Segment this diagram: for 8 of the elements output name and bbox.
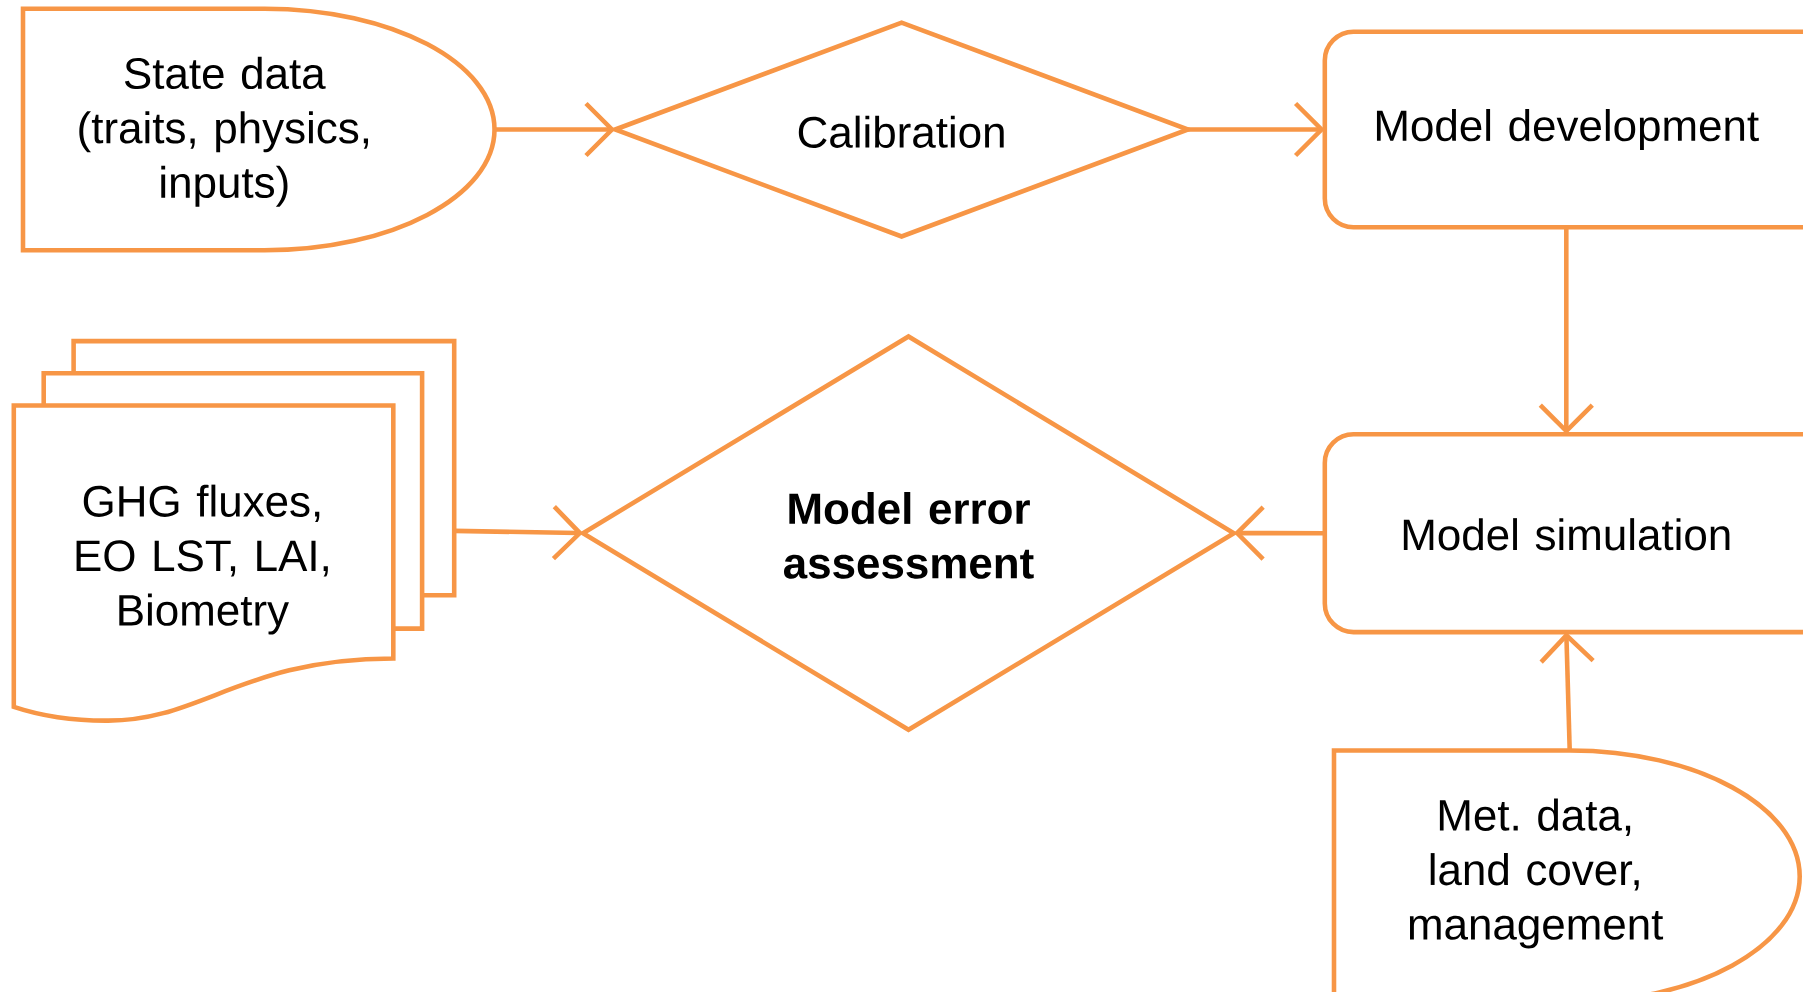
arrow <box>454 505 584 561</box>
document-stack: GHG fluxes, EO LST, LAI, Biometry <box>11 338 457 723</box>
arrow <box>1538 227 1594 435</box>
arrow <box>1539 632 1595 751</box>
process-box: Model development <box>1322 29 1803 230</box>
process-box: Model simulation <box>1322 432 1803 635</box>
arrow <box>1188 101 1325 158</box>
arrow <box>494 101 616 158</box>
